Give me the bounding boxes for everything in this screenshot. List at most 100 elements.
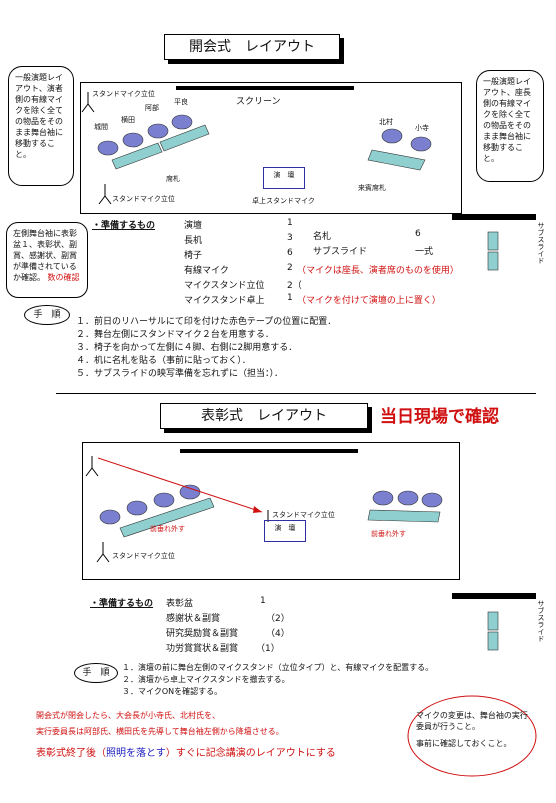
prep-item: 長机 bbox=[184, 236, 203, 246]
tables-left-upper bbox=[111, 124, 210, 170]
podium-box: 演 壇 bbox=[264, 520, 306, 542]
final-instruction: 表彰式終了後（照明を落とす）すぐに記念講演のレイアウトにする bbox=[36, 744, 336, 759]
name-label: 平良 bbox=[174, 98, 188, 106]
prep-qty: （4） bbox=[266, 629, 290, 639]
award-ceremony-title: 表彰式 レイアウト bbox=[160, 403, 368, 429]
table-mic-label: 卓上スタンドマイク bbox=[252, 197, 315, 205]
prep-note-mic: （マイクは座長、演者席のものを使用） bbox=[297, 266, 459, 276]
final-a: 表彰式終了後（ bbox=[36, 748, 106, 759]
stand-mic-label-mid: スタンドマイク立位 bbox=[272, 511, 335, 519]
chairs-right-upper bbox=[381, 128, 432, 152]
prep-item: 感謝状＆副賞 bbox=[166, 614, 221, 624]
right-note-bubble: 一般演題レイアウト、座長側の有線マイクを除く全ての物品をそのまま舞台袖に移動する… bbox=[476, 70, 544, 182]
lower-note-bubble: 左側舞台袖に表彰盆１、表彰状、副賞、感謝状、副賞が準備されているか確認。 数の確… bbox=[6, 222, 88, 298]
mic-note-line2: 事前に確認しておくこと。 bbox=[416, 739, 512, 748]
note-bubble-shape bbox=[407, 695, 537, 777]
steps-list: １．前日のリハーサルにて印を付けた赤色テープの位置に配置． ２．舞台左側にスタン… bbox=[76, 316, 336, 381]
left-note-bubble: 一般演題レイアウト、演者側の有線マイクを除く全ての物品をそのまま舞台袖に移動する… bbox=[8, 66, 74, 186]
prep-qty: 2 bbox=[287, 263, 293, 273]
chairs-right-award bbox=[372, 490, 443, 508]
exit-note-2: 実行委員長は阿部氏、横田氏を先導して舞台袖左側から降壇させる。 bbox=[36, 727, 284, 736]
name-label: 横田 bbox=[121, 116, 135, 124]
arrow-head bbox=[253, 506, 262, 513]
prep-qty: （2） bbox=[266, 614, 290, 624]
step-item: １．演壇の前に舞台左側のマイクスタンド（立位タイプ）と、有線マイクを配置する。 bbox=[122, 663, 434, 672]
prep-qty: 3 bbox=[287, 233, 293, 243]
screen-bar bbox=[180, 449, 358, 453]
prep-heading: ・準備するもの bbox=[90, 599, 154, 609]
step-item: ２．演壇から卓上マイクスタンドを撤去する。 bbox=[122, 675, 290, 684]
onsite-confirm: 当日現場で確認 bbox=[380, 407, 499, 427]
step-item: ５．サブスライドの映写準備を忘れずに（担当：）． bbox=[76, 369, 284, 379]
step-item: １．前日のリハーサルにて印を付けた赤色テープの位置に配置． bbox=[76, 317, 337, 327]
open-stage bbox=[80, 82, 462, 214]
name-label: 城間 bbox=[94, 123, 108, 131]
prep-right-item: サブスライド bbox=[313, 247, 368, 257]
mic-note: マイクの変更は、舞台袖の実行委員が行うこと。 事前に確認しておくこと。 bbox=[416, 710, 530, 749]
prep-qty: 6 bbox=[287, 248, 293, 258]
screen-bar bbox=[176, 86, 354, 90]
final-b: 照明を落とす bbox=[106, 748, 166, 759]
prep-qty: 1 bbox=[287, 218, 293, 228]
tables-left-award bbox=[119, 497, 215, 538]
prep-qty: 2（ bbox=[287, 281, 302, 291]
step-item: ３．マイクONを確認する。 bbox=[122, 687, 223, 696]
lower-note-text: 左側舞台袖に表彰盆１、表彰状、副賞、感謝状、副賞が準備されているか確認。 bbox=[13, 229, 77, 282]
prep-item: 功労賞賞状＆副賞 bbox=[166, 644, 239, 654]
prep-qty: 1 bbox=[287, 293, 293, 303]
steps-list: １．演壇の前に舞台左側のマイクスタンド（立位タイプ）と、有線マイクを配置する。 … bbox=[122, 662, 433, 698]
stand-mic-label-bottom: スタンドマイク立位 bbox=[112, 552, 175, 560]
seat-label-right: 来賓席札 bbox=[358, 184, 386, 192]
prep-item: 演壇 bbox=[184, 221, 203, 231]
step-item: ２．舞台左側にスタンドマイク２台を用意する． bbox=[76, 330, 274, 340]
mic-move-arrow bbox=[97, 457, 263, 513]
chairs-left-award bbox=[99, 484, 201, 525]
name-label: 小寺 bbox=[415, 124, 429, 132]
mic-stand-icon bbox=[81, 92, 112, 205]
prep-item: マイクスタンド卓上 bbox=[184, 296, 265, 306]
drape-left: 前垂れ外す bbox=[150, 525, 185, 533]
open-ceremony-title: 開会式 レイアウト bbox=[164, 34, 340, 60]
podium-box: 演 壇 bbox=[263, 167, 305, 189]
name-label: 阿部 bbox=[145, 104, 159, 112]
stand-mic-label-top: スタンドマイク立位 bbox=[92, 90, 155, 98]
mic-note-line: マイクの変更は、舞台袖の実行委員が行うこと。 bbox=[416, 711, 528, 731]
side-label: サブスライド bbox=[537, 222, 545, 264]
final-c: ）すぐに記念講演のレイアウトにする bbox=[165, 748, 336, 759]
prep-item: 研究奨励賞＆副賞 bbox=[166, 629, 239, 639]
sub-slide-icon bbox=[487, 231, 499, 651]
prep-qty: 1 bbox=[260, 596, 266, 606]
table-right-award bbox=[367, 509, 441, 523]
stand-mic-label-bottom: スタンドマイク立位 bbox=[112, 195, 175, 203]
prep-item: 表彰盆 bbox=[166, 599, 194, 609]
side-label: サブスライド bbox=[537, 600, 545, 642]
step-item: ４．机に名札を貼る（事前に貼っておく）． bbox=[76, 356, 251, 366]
seat-label-left: 席札 bbox=[166, 175, 180, 183]
prep-item: 椅子 bbox=[184, 251, 203, 261]
left-note-text: 一般演題レイアウト、演者側の有線マイクを除く全ての物品をそのまま舞台袖に移動する… bbox=[15, 73, 63, 159]
name-label: 北村 bbox=[379, 118, 393, 126]
prep-qty: （1） bbox=[256, 644, 280, 654]
steps-label: 手 順 bbox=[24, 305, 70, 325]
prep-right-qty: 一式 bbox=[415, 247, 434, 257]
steps-label: 手 順 bbox=[74, 663, 118, 683]
right-note-text: 一般演題レイアウト、座長側の有線マイクを除く全ての物品をそのまま舞台袖に移動する… bbox=[483, 77, 531, 163]
prep-right-qty: 6 bbox=[415, 229, 421, 239]
prep-heading: ・準備するもの bbox=[92, 221, 156, 231]
prep-right-item: 名札 bbox=[313, 232, 332, 242]
prep-note-table: （マイクを付けて演壇の上に置く） bbox=[297, 296, 441, 306]
award-stage bbox=[82, 442, 460, 580]
side-bar bbox=[452, 214, 536, 220]
drape-right: 前垂れ外す bbox=[371, 530, 406, 538]
screen-label: スクリーン bbox=[236, 97, 281, 107]
section-divider bbox=[56, 393, 536, 394]
lower-note-red: 数の確認 bbox=[47, 273, 80, 282]
prep-item: マイクスタンド立位 bbox=[184, 281, 265, 291]
prep-item: 有線マイク bbox=[184, 266, 229, 276]
step-item: ３．椅子を向かって左側に４脚、右側に2脚用意する． bbox=[76, 343, 298, 353]
exit-note-1: 開会式が閉会したら、大会長が小寺氏、北村氏を、 bbox=[36, 711, 220, 720]
table-right-upper bbox=[367, 149, 426, 171]
chairs-left-upper bbox=[97, 114, 193, 156]
side-bar bbox=[452, 593, 536, 599]
